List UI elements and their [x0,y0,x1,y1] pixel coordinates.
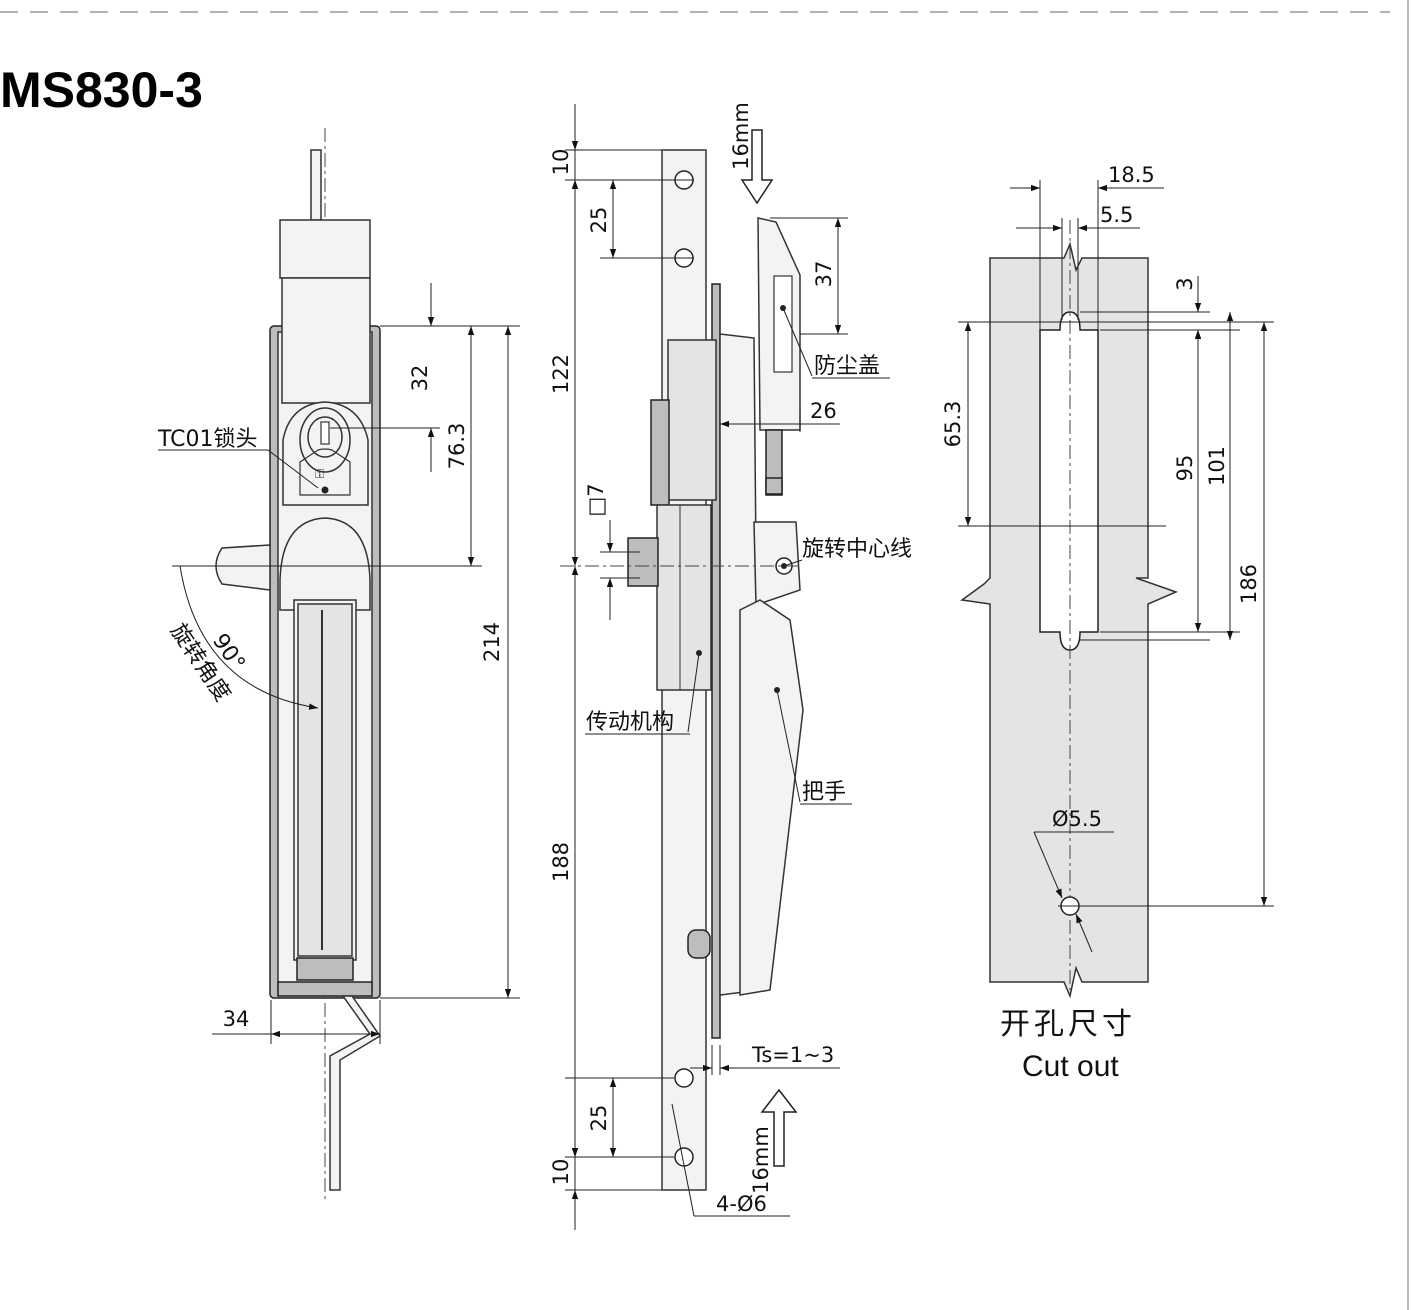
dim-37: 37 [812,261,836,288]
lock-screw [321,486,329,494]
dim-214: 214 [480,622,504,662]
holes-label: 4-Ø6 [716,1192,767,1216]
lock-label: TC01锁头 [157,427,258,452]
dust-cover-leader [782,307,813,377]
key-symbol-icon: ⚿ [315,467,324,481]
dim-10-bottom: 10 [549,1159,573,1186]
dim-95: 95 [1173,455,1197,482]
transmission-block [656,504,712,691]
dim-188: 188 [549,842,573,882]
side-view: 10 25 122 □7 188 25 10 16mm 16mm 37 26 [549,102,912,1230]
latch-tab [650,399,670,506]
lock-plate [299,448,351,496]
dim-25-bottom: 25 [587,1105,611,1132]
rotation-center-leader [783,559,803,567]
handle-leader [776,689,801,803]
handle-foot [296,957,354,981]
model-title: MS830-3 [0,62,203,118]
cutout-view: 18.5 5.5 3 65.3 95 101 186 Ø5.5 开孔尺寸 Cut… [941,163,1274,1083]
dim-76-3: 76.3 [445,423,469,470]
dim-10-top: 10 [549,149,573,176]
top-rod [310,149,322,221]
handle-top [279,517,371,611]
cutout-slot [1039,311,1099,651]
dim-122: 122 [549,354,573,394]
travel-bottom: 16mm [749,1126,773,1194]
rotation-angle-arc [179,565,319,710]
dim-101: 101 [1205,446,1229,486]
dim-26: 26 [810,399,837,423]
dim-5-5: 5.5 [1100,203,1133,227]
transmission-label: 传动机构 [586,710,674,735]
bottom-rod [329,995,382,1191]
transmission-leader [687,652,700,733]
travel-up-arrow-icon [760,1088,798,1167]
dim-65-3: 65.3 [941,401,965,448]
hole-dia-leader-a [1033,831,1063,899]
dust-cover-label: 防尘盖 [814,354,880,379]
handle-label: 把手 [802,780,846,805]
dim-25-top: 25 [587,207,611,234]
travel-top: 16mm [729,102,753,170]
front-view: ⚿ 32 76.3 214 34 TC01锁头 [157,128,520,1200]
dim-32: 32 [408,365,432,392]
top-block [279,219,371,279]
handle-part [739,599,804,996]
dim-square7: □7 [584,483,608,516]
upper-body [281,277,371,404]
rotation-center-label: 旋转中心线 [802,537,912,562]
travel-down-arrow-icon [740,129,774,205]
dim-18-5: 18.5 [1108,163,1155,187]
dust-cover-window [773,275,793,373]
cutout-caption-cn: 开孔尺寸 [1000,1007,1136,1042]
hole-dia: Ø5.5 [1052,807,1102,831]
holes-leader [671,1103,695,1217]
bottom-screw [687,929,711,959]
dim-34: 34 [223,1007,250,1031]
handle-inner [297,603,353,957]
square-shaft [627,537,659,587]
cover-stop [765,477,783,495]
key-slot [320,421,330,445]
cutout-caption-en: Cut out [1022,1050,1119,1083]
upper-body-block [667,339,717,501]
hole-dia-leader-b [1075,913,1093,953]
dim-3: 3 [1173,277,1197,290]
housing-foot [277,981,373,997]
handle-lever [215,544,271,591]
dim-186: 186 [1237,564,1261,604]
mount-hole-3 [674,1068,694,1088]
thickness-label: Ts=1~3 [751,1043,834,1067]
lock-label-leader [267,449,319,489]
